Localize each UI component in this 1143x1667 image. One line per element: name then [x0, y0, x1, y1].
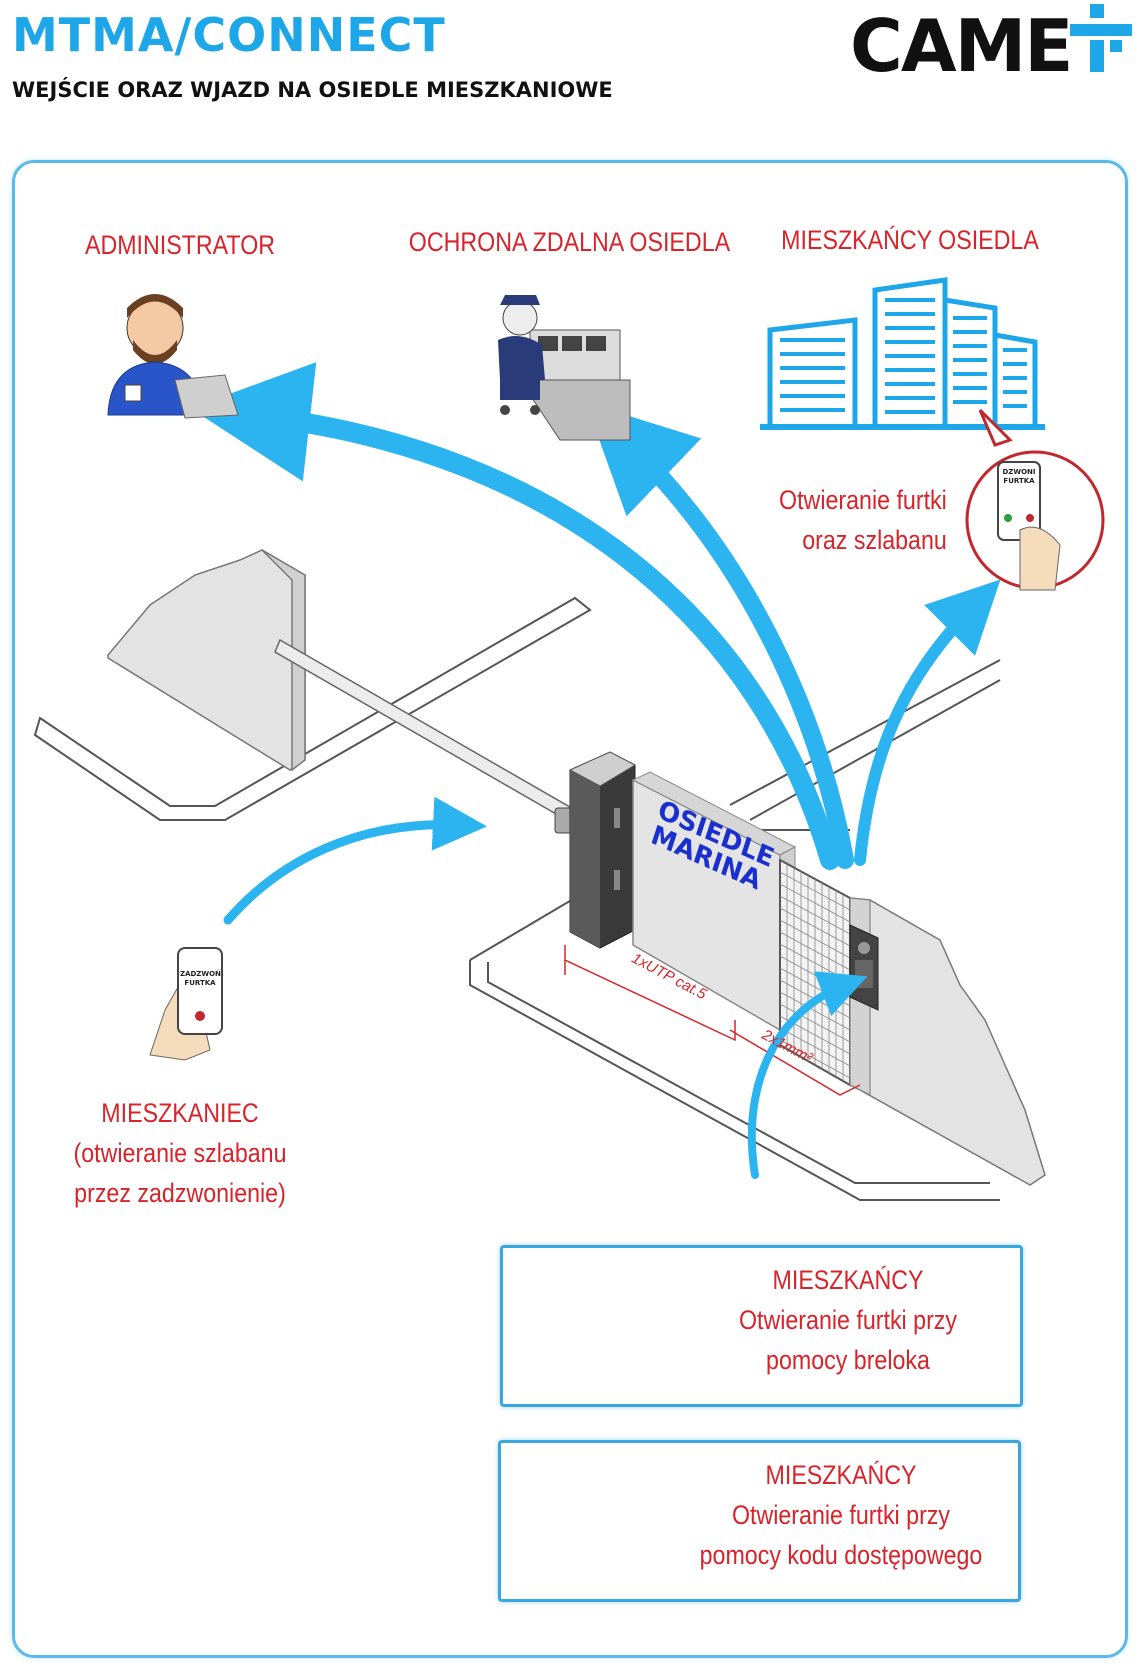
arrow-to-residents [854, 579, 1001, 866]
came-logo-text: CAME [850, 4, 1073, 88]
card-access-code: MIESZKAŃCY Otwieranie furtki przy pomocy… [498, 1440, 1021, 1602]
security-guard-icon [498, 295, 631, 441]
phone-screen-top: DZWONI FURTKA [1002, 468, 1036, 485]
connection-arrows [190, 362, 1001, 1179]
road-curbs [33, 596, 1001, 1201]
page-subtitle: WEJŚCIE ORAZ WJAZD NA OSIEDLE MIESZKANIO… [12, 78, 613, 102]
arrow-to-security [586, 402, 854, 869]
label-open-gate: Otwieranie furtki oraz szlabanu [779, 485, 947, 555]
label-resident-caller: MIESZKANIEC (otwieranie szlabanu przez z… [73, 1098, 287, 1208]
intercom-panel-icon [849, 924, 879, 1011]
phone-screen-left: ZADZWOŃ FURTKA [180, 970, 221, 987]
page-title: MTMA/CONNECT [12, 8, 446, 62]
front-wall [849, 897, 1046, 1186]
card-key-fob-title: MIESZKAŃCY [772, 1265, 924, 1295]
card-key-fob: MIESZKAŃCY Otwieranie furtki przy pomocy… [500, 1245, 1023, 1407]
diagram-frame [12, 160, 1128, 1658]
label-security: OCHRONA ZDALNA OSIEDLA [408, 227, 731, 257]
arrow-from-resident [223, 796, 487, 925]
buildings-icon [760, 277, 1045, 430]
label-residents-top: MIESZKAŃCY OSIEDLA [781, 225, 1039, 255]
card-access-code-title: MIESZKAŃCY [765, 1460, 917, 1490]
administrator-icon [107, 294, 239, 419]
resident-caller-phone [149, 947, 223, 1061]
label-administrator: ADMINISTRATOR [84, 230, 276, 260]
came-logo-icon [1070, 4, 1132, 72]
smartphone-icon [177, 947, 223, 1035]
arrow-to-administrator [190, 362, 840, 870]
resident-phone-callout [965, 408, 1105, 591]
arrow-from-entrance [747, 971, 868, 1179]
barrier-arm [274, 638, 596, 834]
barrier-gate-icon [568, 751, 637, 949]
back-wall [107, 549, 306, 772]
